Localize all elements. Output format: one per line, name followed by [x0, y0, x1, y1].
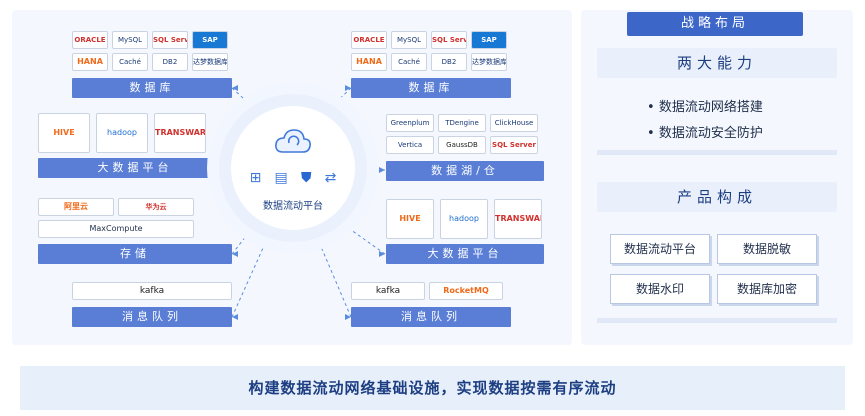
sap-logo: SAP: [192, 31, 228, 49]
db2-logo: DB2: [152, 53, 188, 71]
gaussdb-logo: GaussDB: [438, 136, 486, 154]
dameng-logo: 达梦数据库: [192, 53, 228, 71]
hadoop-logo: hadoop: [440, 199, 488, 239]
hive-logo: HIVE: [386, 199, 434, 239]
capability-item: • 数据流动网络搭建: [647, 100, 763, 115]
oracle-logo: ORACLE: [351, 31, 387, 49]
connector-bigdata-right: [329, 214, 386, 255]
product-chip: 数据流动平台: [610, 234, 710, 264]
connector-mq-right: [312, 227, 352, 318]
aliyun-logo: 阿里云: [38, 198, 114, 216]
mysql-logo: MySQL: [112, 31, 148, 49]
huaweicloud-logo: 华为云: [118, 198, 194, 216]
arrow-head: [232, 314, 238, 320]
sqlserver-logo: SQL Server: [152, 31, 188, 49]
left-mq-title: 消息队列: [72, 307, 232, 327]
product-chip: 数据脱敏: [717, 234, 817, 264]
sqlserver-logo: SQL Server: [431, 31, 467, 49]
hive-logo: HIVE: [38, 113, 90, 153]
connector-mq-left: [231, 227, 273, 318]
kafka-logo: kafka: [351, 282, 425, 300]
rocketmq-logo: RocketMQ: [429, 282, 503, 300]
right-mq-logos: kafka RocketMQ: [351, 282, 515, 300]
db2-logo: DB2: [431, 53, 467, 71]
hana-logo: HANA: [351, 53, 387, 71]
arrow-head: [379, 167, 385, 173]
bottom-banner: 构建数据流动网络基础设施，实现数据按需有序流动: [20, 366, 845, 410]
right-bigdata-title: 大数据平台: [386, 244, 544, 264]
strategy-title: 战略布局: [627, 12, 803, 36]
left-mq-logos: kafka: [72, 282, 232, 300]
dameng-logo: 达梦数据库: [471, 53, 507, 71]
tdengine-logo: TDengine: [438, 114, 486, 132]
products-title: 产品构成: [597, 182, 837, 212]
kafka-logo: kafka: [72, 282, 232, 300]
greenplum-logo: Greenplum: [386, 114, 434, 132]
transwarp-logo: TRANSWARP: [154, 113, 206, 153]
arrow-head: [232, 85, 238, 91]
left-db-logos: ORACLE MySQL SQL Server SAP HANA Caché D…: [72, 31, 236, 71]
right-db-logos: ORACLE MySQL SQL Server SAP HANA Caché D…: [351, 31, 515, 71]
maxcompute-logo: MaxCompute: [38, 220, 194, 238]
clickhouse-logo: ClickHouse: [490, 114, 538, 132]
mysql-logo: MySQL: [391, 31, 427, 49]
hana-logo: HANA: [72, 53, 108, 71]
right-lake-logos: Greenplum TDengine ClickHouse Vertica Ga…: [386, 114, 546, 154]
left-db-title: 数据库: [72, 78, 232, 98]
left-storage-title: 存储: [38, 244, 232, 264]
arrow-head: [345, 85, 351, 91]
divider: [597, 318, 837, 323]
sqlserver-logo: SQL Server: [490, 136, 538, 154]
center-label: 数据流动平台: [263, 201, 323, 212]
center-icons: ⊞ ▤ ⛊ ⇄: [243, 170, 343, 186]
capability-item: • 数据流动安全防护: [647, 126, 763, 141]
document-icon: ▤: [274, 170, 288, 186]
right-db-title: 数据库: [351, 78, 511, 98]
arrow-head: [232, 251, 238, 257]
right-bigdata-logos: HIVE hadoop TRANSWARP: [386, 199, 546, 239]
center-hub: [231, 106, 355, 230]
transwarp-logo: TRANSWARP: [494, 199, 542, 239]
product-chip: 数据水印: [610, 274, 710, 304]
sync-icon: ⇄: [324, 170, 337, 186]
arrow-head: [379, 251, 385, 257]
left-bigdata-title: 大数据平台: [38, 158, 232, 178]
shield-icon: ⛊: [300, 170, 312, 186]
vertica-logo: Vertica: [386, 136, 434, 154]
cache-logo: Caché: [391, 53, 427, 71]
hadoop-logo: hadoop: [96, 113, 148, 153]
arrow-head: [345, 314, 351, 320]
org-chart-icon: ⊞: [249, 170, 262, 186]
right-lake-title: 数据湖/仓: [386, 161, 544, 181]
sap-logo: SAP: [471, 31, 507, 49]
cache-logo: Caché: [112, 53, 148, 71]
product-chip: 数据库加密: [717, 274, 817, 304]
oracle-logo: ORACLE: [72, 31, 108, 49]
capabilities-title: 两大能力: [597, 48, 837, 78]
left-bigdata-logos: HIVE hadoop TRANSWARP: [38, 113, 238, 153]
cloud-icon: [275, 129, 311, 153]
left-storage-logos: 阿里云 华为云 MaxCompute: [38, 198, 234, 238]
right-mq-title: 消息队列: [351, 307, 511, 327]
divider: [597, 150, 837, 155]
